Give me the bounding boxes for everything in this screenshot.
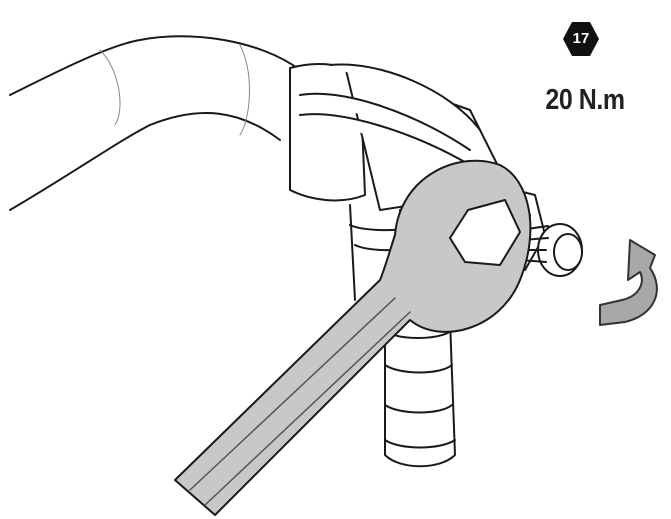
- hex-nut-icon: 17: [562, 20, 600, 58]
- pipe-illustration: [9, 35, 301, 211]
- rotation-arrow-icon: [599, 239, 658, 326]
- threaded-stem: [519, 223, 583, 277]
- outlet-tube: [383, 317, 456, 468]
- torque-value: 20 N.m: [545, 84, 625, 116]
- wrench-illustration: [174, 159, 532, 516]
- tool-size-label: 17: [572, 30, 590, 47]
